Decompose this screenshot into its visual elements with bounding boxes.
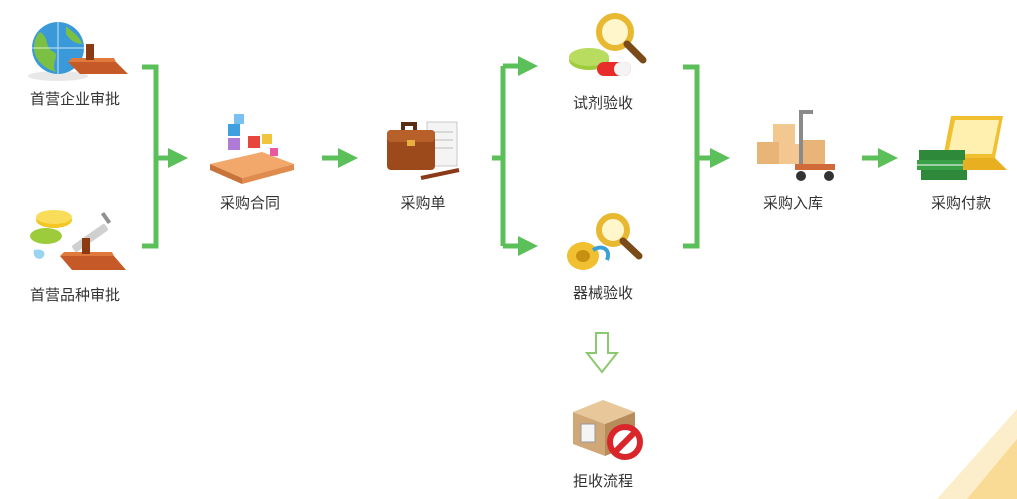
left-bracket: [142, 64, 159, 249]
laptop-money-icon: [917, 116, 1007, 180]
reject-down-arrow: [584, 332, 620, 374]
node-variety-review: 首营品种审批: [10, 206, 140, 305]
pills-syringe-stamp-icon: [30, 210, 126, 270]
label-enterprise-review: 首营企业审批: [29, 90, 120, 108]
label-reagent-check: 试剂验收: [572, 94, 633, 112]
merge-bracket: [683, 64, 700, 249]
node-purchase-order: 采购单: [358, 112, 488, 213]
boxes-cart-icon: [757, 110, 835, 181]
label-instrument-check: 器械验收: [572, 284, 633, 302]
node-payment: 采购付款: [896, 108, 1017, 213]
node-enterprise-review: 首营企业审批: [10, 18, 140, 109]
node-reject-flow: 拒收流程: [538, 390, 668, 491]
box-prohibited-icon: [573, 400, 643, 460]
node-warehousing: 采购入库: [728, 104, 858, 213]
globe-stamp-icon: [28, 22, 128, 81]
node-contract: 采购合同: [185, 112, 315, 213]
briefcase-document-icon: [387, 121, 460, 180]
magnifier-horn-icon: [567, 213, 643, 270]
label-reject-flow: 拒收流程: [572, 472, 633, 490]
label-contract: 采购合同: [219, 194, 280, 212]
label-purchase-order: 采购单: [400, 194, 446, 212]
label-payment: 采购付款: [930, 194, 991, 212]
label-variety-review: 首营品种审批: [29, 286, 120, 304]
node-reagent-check: 试剂验收: [538, 10, 668, 113]
node-instrument-check: 器械验收: [538, 210, 668, 303]
blocks-book-icon: [210, 114, 294, 184]
label-warehousing: 采购入库: [762, 194, 823, 212]
magnifier-pills-icon: [569, 13, 647, 76]
